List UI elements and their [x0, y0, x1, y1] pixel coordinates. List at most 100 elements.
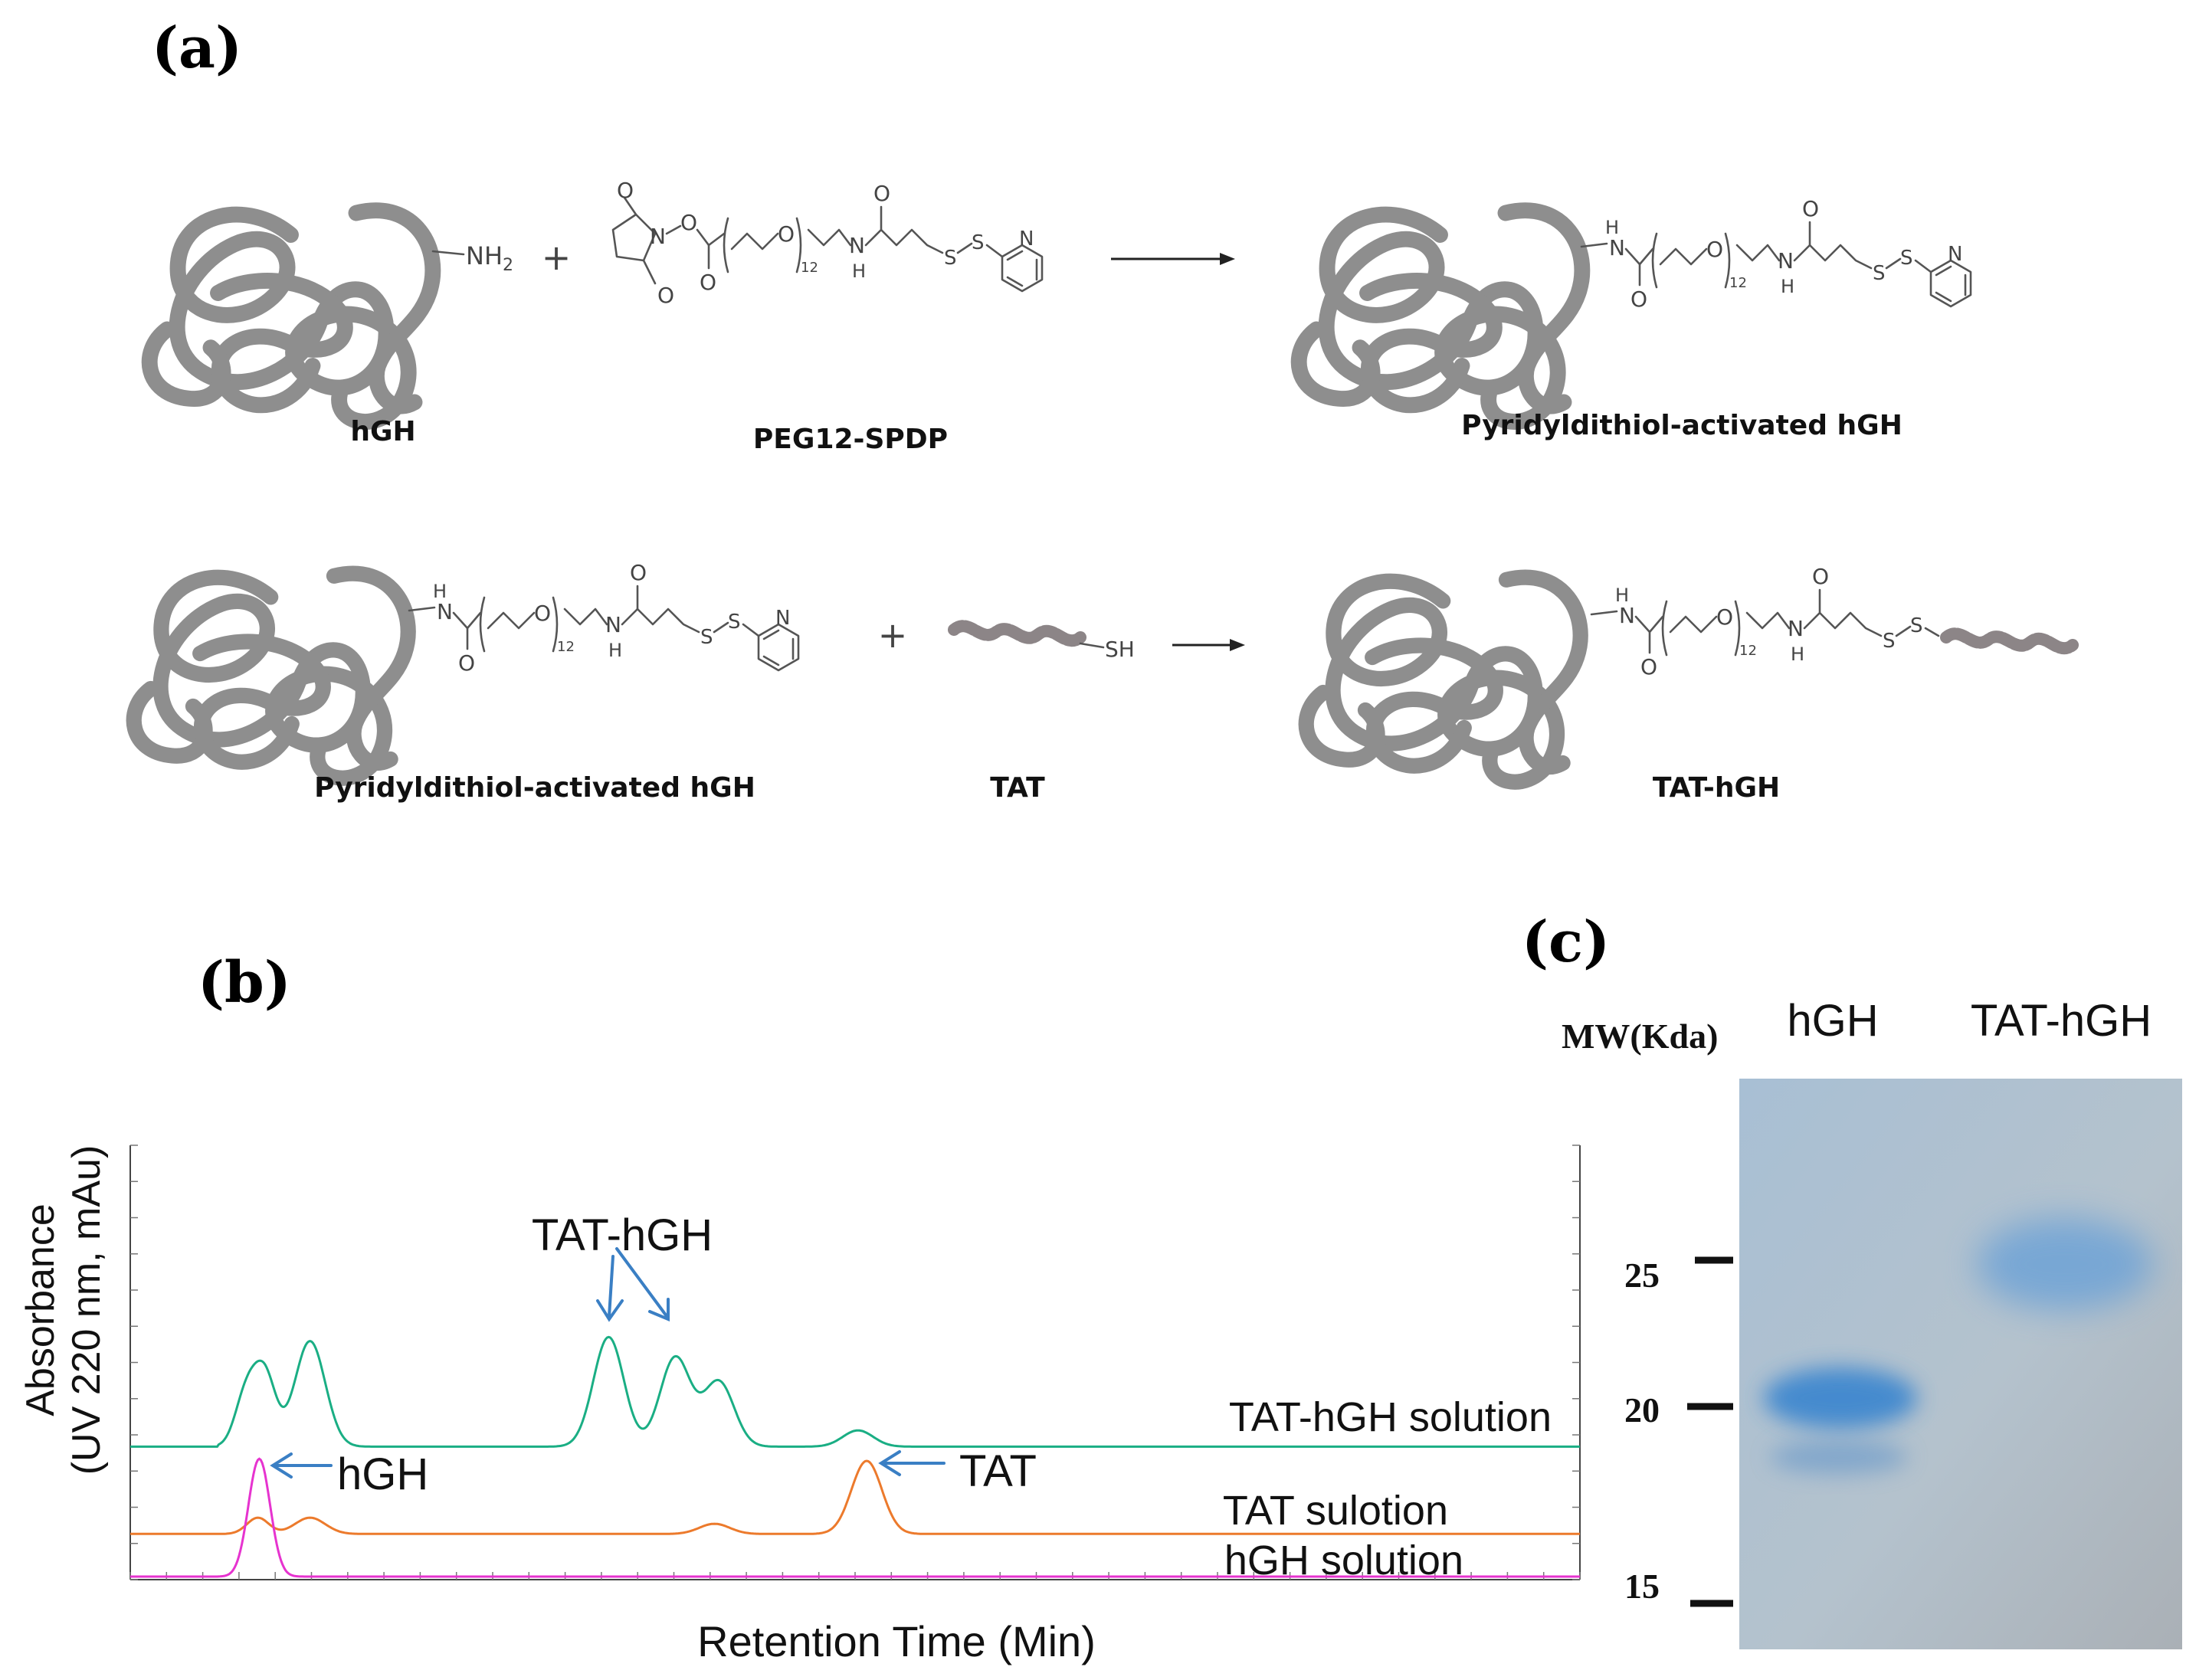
gel-band-hgh-minor — [1770, 1440, 1908, 1474]
gel-band-hgh — [1764, 1367, 1917, 1429]
svg-text:H: H — [608, 640, 622, 661]
svg-text:O: O — [534, 601, 551, 626]
tat-peptide-icon — [948, 620, 1105, 649]
activated-hgh-linker: H N O O 12 N H O S S N — [1580, 196, 1972, 312]
svg-text:O: O — [1716, 604, 1733, 630]
svg-text:S: S — [972, 231, 985, 254]
svg-text:N: N — [437, 599, 453, 624]
activated-hgh-reactant-caption: Pyridyldithiol-activated hGH — [314, 772, 755, 804]
gel-lane-label-hgh: hGH — [1787, 996, 1878, 1046]
peg12-spdp-structure: O O N O O O 12 N H O S S N — [611, 178, 1044, 308]
mw-header: MW(Kda) — [1562, 1017, 1718, 1056]
series-line-2 — [130, 1457, 1580, 1578]
plus-sign-1: + — [542, 237, 572, 278]
svg-text:N: N — [1619, 603, 1635, 628]
activated-hgh-reactant-linker: H N O O 12 N H O S S N — [408, 560, 800, 676]
svg-text:O: O — [1706, 237, 1723, 262]
svg-text:20: 20 — [1624, 1390, 1660, 1429]
svg-text:N: N — [605, 612, 621, 637]
activated-hgh-caption: Pyridyldithiol-activated hGH — [1461, 410, 1903, 441]
svg-text:O: O — [873, 181, 890, 206]
gel-band-tat-hgh — [1977, 1218, 2153, 1310]
hgh-protein-icon — [149, 211, 433, 422]
svg-text:S: S — [1873, 262, 1886, 285]
sds-page-gel — [1739, 1079, 2182, 1649]
series-line-0 — [130, 1335, 1580, 1448]
svg-text:S: S — [1910, 614, 1923, 637]
panel-c-label: (c) — [1522, 909, 1610, 975]
panel-a-label: (a) — [152, 15, 242, 81]
y-axis-label-line1: Absorbance — [18, 1204, 63, 1416]
series-label-tat-hgh-solution: TAT-hGH solution — [1229, 1394, 1552, 1440]
svg-text:S: S — [944, 247, 957, 270]
activated-hgh-reactant-icon — [134, 574, 408, 778]
svg-text:O: O — [778, 221, 795, 247]
annotation-hgh-arrow — [270, 1452, 333, 1479]
svg-text:O: O — [630, 560, 647, 585]
svg-text:H: H — [852, 260, 866, 282]
peg-caption: PEG12-SPDP — [753, 424, 948, 455]
y-axis-label-line2: (UV 220 nm, mAu) — [64, 1145, 109, 1475]
svg-text:12: 12 — [557, 639, 575, 655]
svg-text:O: O — [657, 283, 674, 308]
svg-text:12: 12 — [1739, 643, 1757, 659]
series-label-tat-solution: TAT sulotion — [1223, 1488, 1448, 1534]
svg-text:H: H — [1791, 644, 1804, 665]
svg-text:O: O — [1630, 287, 1647, 312]
svg-text:S: S — [728, 611, 741, 634]
svg-text:N: N — [1019, 228, 1034, 251]
svg-text:S: S — [700, 626, 713, 649]
annotation-hgh: hGH — [337, 1449, 428, 1499]
tat-caption: TAT — [990, 772, 1045, 804]
svg-text:O: O — [1812, 564, 1829, 589]
svg-text:O: O — [680, 210, 697, 235]
svg-text:H: H — [1605, 217, 1619, 238]
svg-text:N: N — [1788, 616, 1804, 641]
tat-hgh-peptide-icon — [1940, 627, 2079, 655]
svg-text:N: N — [849, 233, 865, 258]
svg-text:12: 12 — [801, 260, 818, 276]
svg-text:O: O — [458, 650, 475, 676]
panel-b-label: (b) — [198, 950, 291, 1016]
svg-text:H: H — [1781, 276, 1794, 297]
plus-sign-2: + — [878, 614, 908, 656]
series-label-hgh-solution: hGH solution — [1224, 1538, 1463, 1583]
gel-lane-label-tat-hgh: TAT-hGH — [1971, 996, 2152, 1046]
series-layer — [130, 1335, 1580, 1578]
svg-text:N: N — [775, 607, 790, 630]
svg-text:O: O — [617, 178, 634, 203]
svg-text:O: O — [1802, 196, 1819, 221]
svg-text:15: 15 — [1624, 1567, 1660, 1606]
svg-text:H: H — [433, 581, 447, 602]
tat-hgh-linker: H N O O 12 N H O S S — [1590, 564, 1940, 680]
mw-marker-20: 20 — [1624, 1390, 1733, 1429]
hgh-caption: hGH — [350, 416, 415, 447]
svg-text:25: 25 — [1624, 1256, 1660, 1295]
svg-text:N: N — [1948, 243, 1962, 266]
svg-text:N: N — [1778, 248, 1794, 273]
activated-hgh-protein-icon — [1299, 211, 1582, 422]
tat-hgh-caption: TAT-hGH — [1653, 772, 1780, 804]
annotation-tat-hgh: TAT-hGH — [532, 1210, 713, 1260]
series-line-1 — [130, 1459, 1580, 1535]
amine-bond — [431, 250, 465, 256]
reaction-arrow-2 — [1172, 639, 1245, 651]
mw-marker-25: 25 — [1624, 1256, 1733, 1295]
sh-label: SH — [1105, 637, 1135, 662]
x-axis-label: Retention Time (Min) — [697, 1617, 1096, 1665]
chromatogram-chart: Retention Time (Min) Absorbance (UV 220 … — [18, 1145, 1581, 1665]
svg-text:O: O — [700, 270, 716, 295]
reaction-arrow-1 — [1111, 253, 1235, 265]
tat-hgh-protein-icon — [1306, 578, 1581, 782]
svg-text:N: N — [1609, 235, 1625, 260]
svg-text:S: S — [1883, 630, 1896, 653]
nh2-label: NH2 — [466, 241, 513, 275]
mw-marker-15: 15 — [1624, 1567, 1733, 1607]
svg-text:S: S — [1900, 247, 1913, 270]
annotation-tat-hgh-arrows — [596, 1247, 670, 1322]
svg-text:O: O — [1640, 654, 1657, 680]
svg-text:12: 12 — [1729, 275, 1747, 291]
annotation-tat-arrow — [878, 1450, 946, 1476]
svg-text:N: N — [650, 224, 666, 249]
